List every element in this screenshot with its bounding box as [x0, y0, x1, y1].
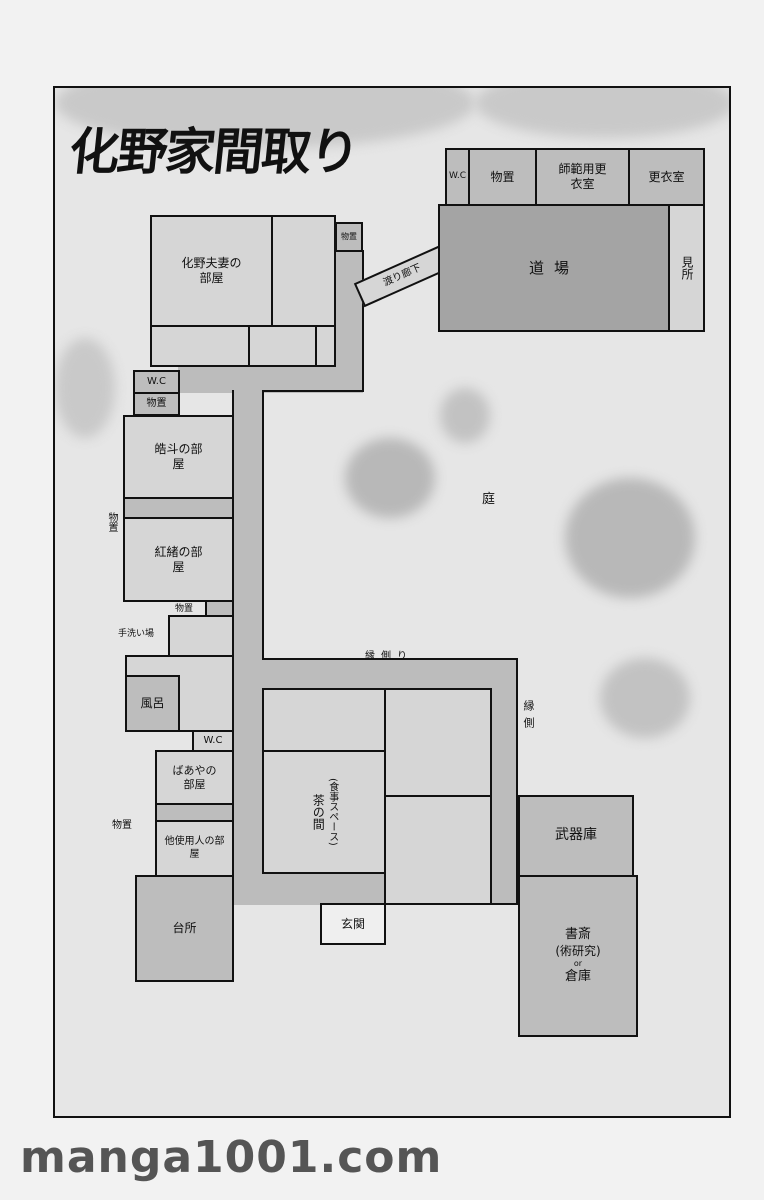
veranda-side-label: 縁側 [522, 700, 535, 734]
page-title: 化野家間取り [66, 122, 361, 181]
room-parents: 化野夫妻の部屋 [150, 215, 273, 327]
room-label: 茶の間 [311, 794, 326, 830]
corridor [232, 872, 385, 905]
wall [362, 250, 364, 390]
corridor [232, 390, 262, 905]
room-armory: 武器庫 [518, 795, 634, 877]
room-label: 他使用人の部屋 [164, 836, 225, 860]
garden-label: 庭 [482, 492, 496, 507]
room-label: W.C [203, 734, 223, 746]
room-center-right-upper [384, 688, 492, 797]
room-viewing: 見所 [668, 204, 705, 332]
room-label: W.C [147, 375, 166, 387]
room-label: 師範用更衣室 [558, 162, 607, 191]
room-wc1: W.C [133, 370, 180, 394]
garden-shading [565, 478, 695, 598]
room-parents-closet [150, 325, 250, 367]
veranda-label: 縁側り [365, 651, 413, 662]
room-study: 書斎 (術研究) or 倉庫 [518, 875, 638, 1037]
wall [262, 390, 518, 660]
room-label: 倉庫 [564, 968, 591, 984]
room-changing: 更衣室 [628, 148, 705, 206]
room-label: 道場 [528, 258, 579, 277]
room-label: 化野夫妻の部屋 [181, 256, 242, 285]
room-entrance: 玄関 [320, 903, 386, 945]
room-akito: 皓斗の部屋 [123, 415, 234, 499]
watermark: manga1001.com [20, 1132, 443, 1183]
veranda-corridor [490, 660, 518, 905]
wall [516, 660, 518, 905]
room-label: 武器庫 [555, 827, 597, 844]
room-label: 更衣室 [648, 169, 685, 184]
room-parents-closet [315, 325, 336, 367]
room-servants: 他使用人の部屋 [155, 820, 234, 877]
room-kitchen: 台所 [135, 875, 234, 982]
garden-shading [440, 388, 490, 443]
room-bath: 風呂 [125, 675, 180, 732]
room-center-right-lower [384, 795, 492, 905]
room-label: 紅緒の部屋 [154, 544, 203, 574]
room-note: or [573, 958, 583, 968]
room-wc2: W.C [192, 730, 234, 752]
garden-shading [345, 438, 435, 518]
corridor [178, 365, 363, 393]
room-storage-top: 物置 [335, 222, 363, 252]
garden-shading [600, 658, 690, 738]
room-center-upper [262, 688, 386, 752]
wall [262, 390, 364, 392]
room-washroom-label: 手洗い場 [118, 629, 155, 639]
cloud-shading [475, 88, 729, 138]
room-benio: 紅緒の部屋 [123, 517, 234, 602]
room-label: 玄関 [340, 916, 365, 931]
room-master-changing: 師範用更衣室 [535, 148, 630, 206]
room-dojo-wc: W.C [445, 148, 470, 206]
room-living: 茶の間 (食事スペース) [262, 750, 386, 874]
room-storage1: 物置 [133, 392, 180, 416]
garden-shading [55, 338, 115, 438]
room-storage2-label: 物置 [106, 512, 117, 532]
room-label: W.C [448, 171, 466, 182]
room-label: 書斎 [564, 927, 591, 943]
room-label: 見所 [680, 256, 694, 280]
room-storage3-label: 物置 [175, 604, 194, 614]
room-label: 物置 [341, 232, 357, 241]
room-parents-annex [271, 215, 336, 327]
room-label: 物置 [490, 169, 515, 184]
room-label: 物置 [146, 397, 167, 409]
room-dojo: 道場 [438, 204, 670, 332]
wall [232, 390, 262, 905]
room-label: ばあやの部屋 [172, 763, 217, 791]
room-note: (食事スペース) [326, 778, 338, 846]
room-storage4-label: 物置 [112, 820, 132, 831]
veranda-corridor [232, 660, 518, 688]
room-nanny: ばあやの部屋 [155, 750, 234, 805]
room-parents-closet [248, 325, 317, 367]
room-label: 台所 [172, 921, 197, 935]
room-washroom [168, 615, 234, 657]
room-label: 風呂 [140, 696, 165, 710]
room-label: 皓斗の部屋 [154, 442, 203, 471]
room-dojo-storage: 物置 [468, 148, 537, 206]
room-storage-strip [123, 497, 234, 519]
room-note: (術研究) [555, 943, 601, 958]
